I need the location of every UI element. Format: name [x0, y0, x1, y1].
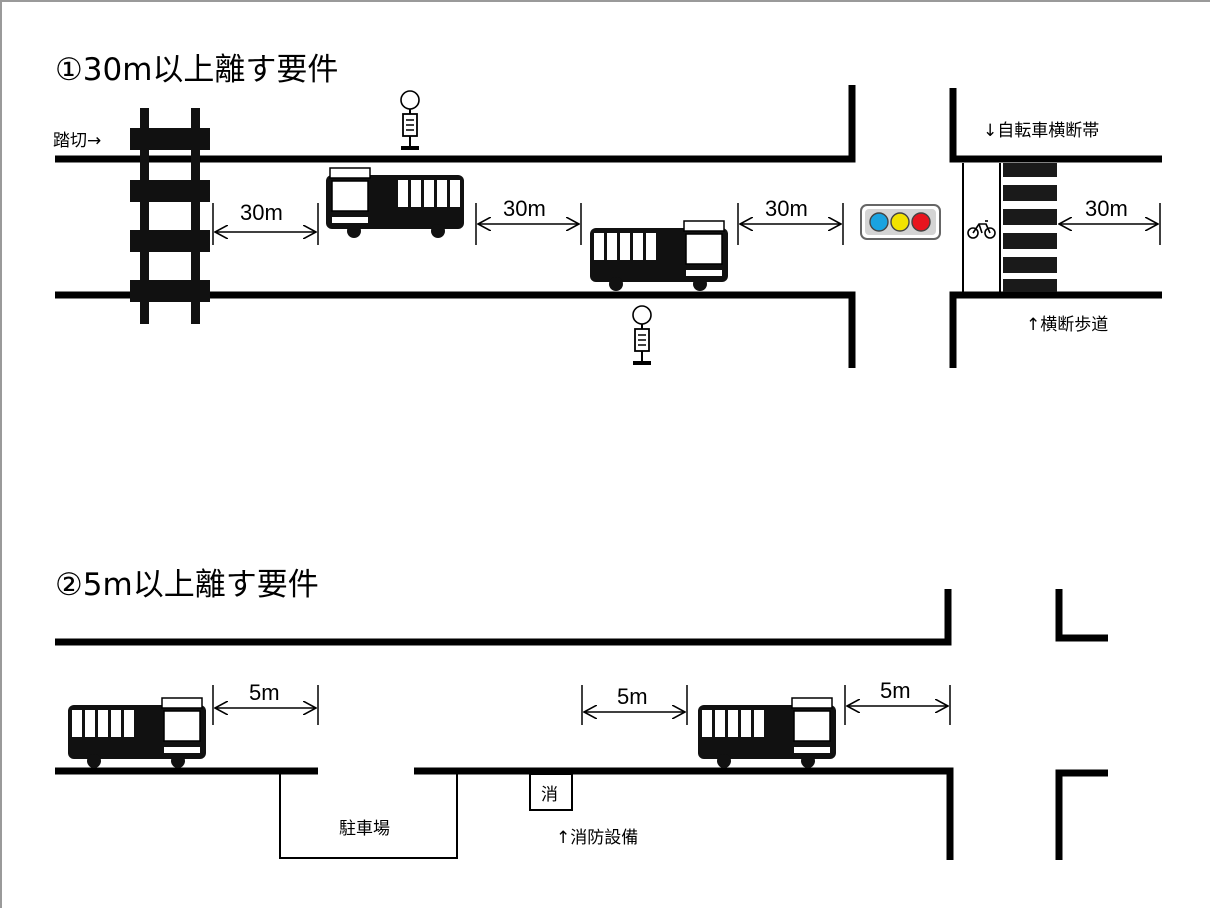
bicycle-lane-label: ↓自転車横断帯: [983, 121, 1099, 141]
parking-lot: [280, 774, 457, 858]
distance-label: 5m: [249, 680, 280, 705]
bus-stop-sign-icon: [401, 91, 419, 150]
fire-hydrant-sign-text: 消: [541, 785, 558, 805]
crosswalk: [1003, 163, 1057, 292]
fire-hydrant-label: ↑消防設備: [556, 828, 638, 848]
distance-label: 5m: [617, 684, 648, 709]
railway-crossing-label: 踏切→: [53, 131, 101, 151]
bus-right-icon: [698, 698, 836, 768]
bus-left-icon: [68, 698, 206, 768]
bus-lower-icon: [590, 221, 728, 291]
traffic-signal-icon: [861, 205, 940, 239]
section1-title: ①30m以上離す要件: [55, 52, 338, 88]
distance-label: 30m: [765, 196, 808, 221]
parking-lot-label: 駐車場: [339, 819, 390, 839]
crosswalk-label: ↑横断歩道: [1026, 315, 1108, 335]
signal-light-red: [912, 213, 930, 231]
signal-light-blue: [870, 213, 888, 231]
distance-label: 30m: [240, 200, 283, 225]
distance-label: 30m: [1085, 196, 1128, 221]
bicycle-icon: [968, 221, 995, 238]
distance-label: 30m: [503, 196, 546, 221]
distance-label: 5m: [880, 678, 911, 703]
railway-crossing: [130, 108, 210, 324]
bus-stop-sign-icon: [633, 306, 651, 365]
bus-upper-icon: [326, 168, 464, 238]
section2-title: ②5m以上離す要件: [55, 567, 319, 603]
signal-light-yellow: [891, 213, 909, 231]
